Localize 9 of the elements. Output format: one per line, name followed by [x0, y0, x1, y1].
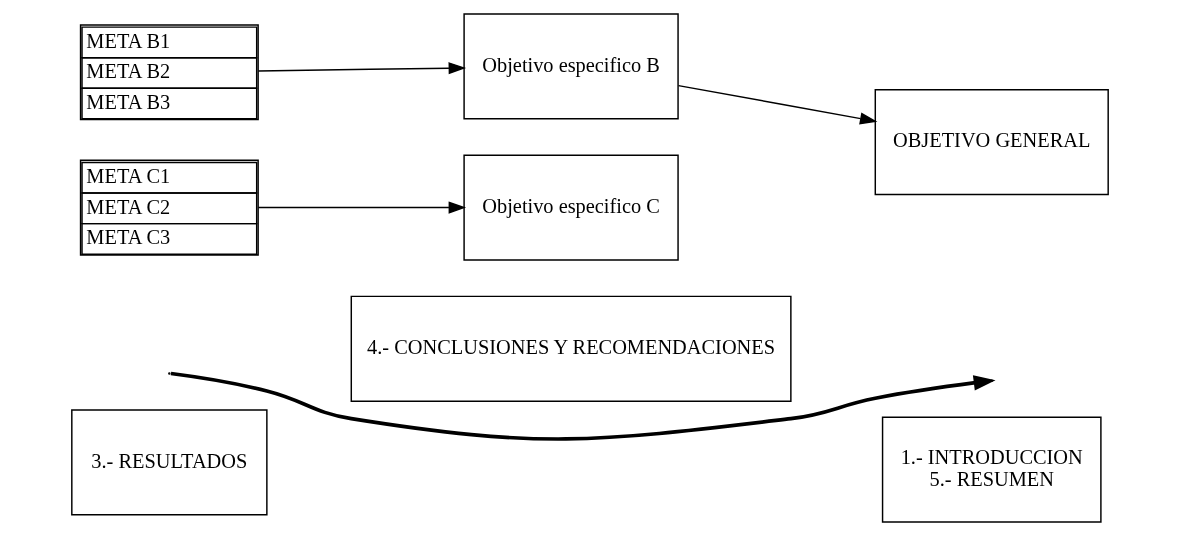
- node-box: OBJETIVO GENERAL: [874, 88, 1109, 196]
- arrow: [677, 84, 878, 125]
- node-box: Objetivo especifico B: [463, 13, 679, 120]
- node-box: 1.- INTRODUCCION 5.- RESUMEN: [881, 416, 1102, 523]
- arrow: [257, 62, 467, 75]
- arrow: [257, 201, 467, 214]
- node-box: 4.- CONCLUSIONES Y RECOMENDACIONES: [350, 295, 792, 402]
- node-box: Objetivo especifico C: [463, 154, 679, 261]
- node-box: 3.- RESULTADOS: [71, 409, 268, 516]
